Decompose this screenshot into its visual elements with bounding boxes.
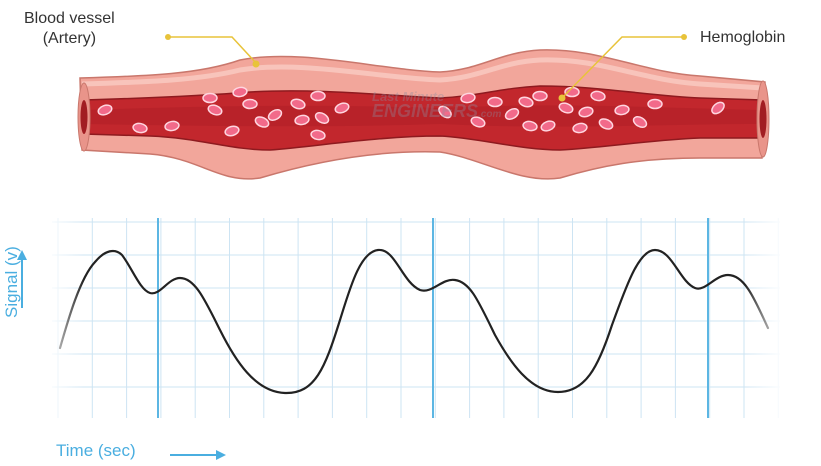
vessel-left-lumen-end — [81, 100, 88, 134]
grid-fade-right — [745, 210, 785, 425]
red-blood-cell — [243, 100, 257, 109]
watermark: Last Minute ENGINEERS.com — [372, 90, 501, 122]
signal-grid — [52, 218, 780, 418]
red-blood-cell — [648, 100, 662, 109]
blood-vessel-label-line1: Blood vessel — [24, 9, 115, 29]
blood-vessel-label-line2: (Artery) — [24, 29, 115, 49]
y-axis-label-text: Signal (v) — [2, 246, 22, 318]
x-axis-arrow-head — [216, 450, 226, 460]
x-axis-label: Time (sec) — [56, 441, 136, 461]
hemoglobin-leader-dot-start — [681, 34, 687, 40]
hemoglobin-leader-dot-end — [559, 95, 566, 102]
red-blood-cell — [311, 92, 325, 101]
watermark-suffix: .com — [478, 109, 501, 120]
watermark-line2: ENGINEERS.com — [372, 104, 501, 122]
red-blood-cell — [203, 94, 217, 103]
vessel-right-lumen-end — [760, 100, 767, 138]
y-axis-label: Signal (v) — [2, 228, 22, 318]
vessel-leader-dot-end — [253, 61, 260, 68]
blood-vessel-label: Blood vessel (Artery) — [24, 9, 115, 49]
hemoglobin-label: Hemoglobin — [700, 28, 785, 48]
red-blood-cell — [533, 92, 547, 101]
watermark-brand: ENGINEERS — [372, 101, 478, 121]
grid-fade-left — [44, 210, 84, 425]
vessel-leader-dot-start — [165, 34, 171, 40]
